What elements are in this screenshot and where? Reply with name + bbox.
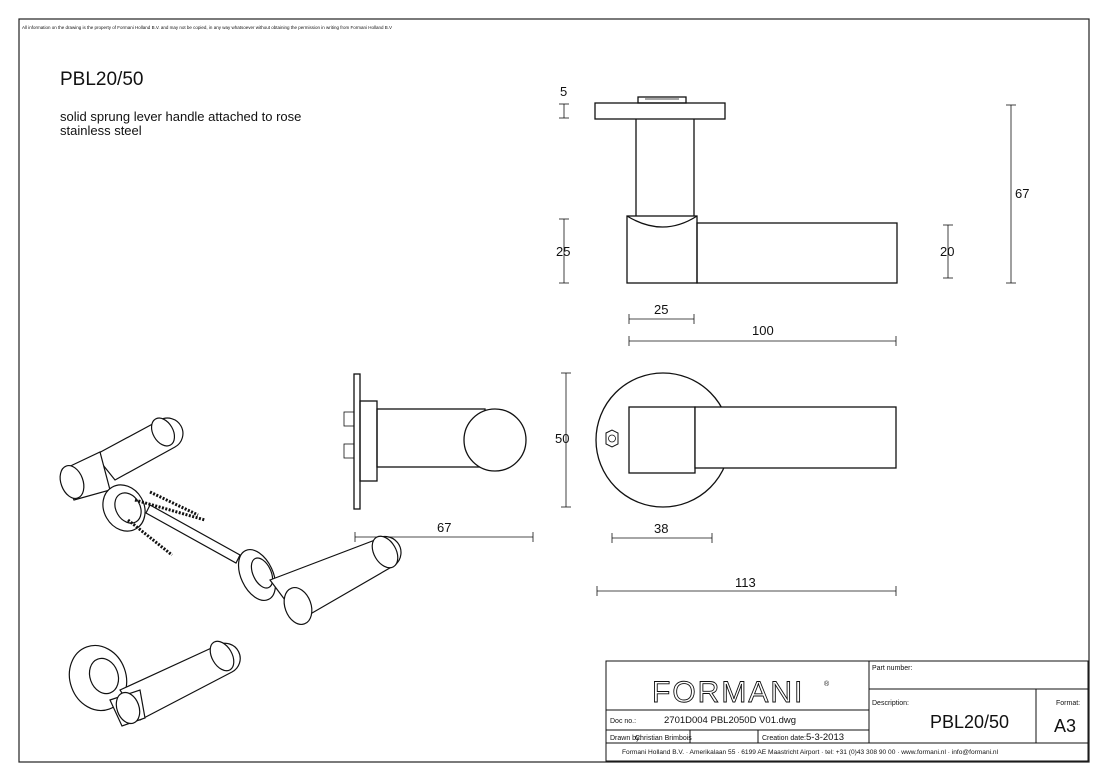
- hex-screw: [605, 429, 619, 448]
- brand-mark: ®: [824, 680, 830, 688]
- square-hub: [628, 406, 696, 474]
- dim-total-height: 67: [1015, 186, 1029, 201]
- format-label: Format:: [1056, 700, 1080, 707]
- dim-square-width: 38: [654, 521, 668, 536]
- doc-no-label: Doc no.:: [610, 718, 636, 725]
- drawn-by-value: Christian Brimbois: [635, 735, 692, 742]
- isometric-exploded-view: [59, 417, 402, 727]
- rose-plate: [594, 102, 726, 120]
- dim-total-length: 113: [735, 575, 756, 590]
- description-label: Description:: [872, 700, 909, 707]
- lever-arm: [696, 222, 898, 284]
- company-footer: Formani Holland B.V. · Amerikalaan 55 · …: [622, 749, 999, 756]
- neck-curve: [626, 215, 698, 228]
- side-rose: [353, 373, 361, 510]
- creation-date-value: 5-3-2013: [806, 732, 844, 743]
- neck-outline: [635, 119, 695, 216]
- part-number-label: Part number:: [872, 665, 913, 672]
- description-line: solid sprung lever handle attached to ro…: [60, 109, 302, 124]
- dim-neck-width: 25: [654, 302, 668, 317]
- lever-hub: [626, 215, 698, 284]
- brand-logo: FORMANI: [652, 676, 804, 709]
- plan-lever-arm: [694, 406, 897, 469]
- dim-lever-thickness: 20: [940, 244, 954, 259]
- drawn-by-label: Drawn by:: [610, 735, 642, 742]
- rose-spring-cap: [637, 96, 687, 104]
- lever-end-circle: [463, 408, 527, 472]
- doc-no-value: 2701D004 PBL2050D V01.dwg: [664, 715, 796, 726]
- dim-lever-length: 100: [752, 323, 774, 338]
- top-view-dimensions: [559, 103, 1016, 346]
- dim-rose-thickness: 5: [560, 84, 567, 99]
- description-value: PBL20/50: [930, 712, 1009, 732]
- dim-side-depth: 67: [437, 520, 451, 535]
- side-view: [343, 373, 527, 510]
- product-description: solid sprung lever handle attached to ro…: [60, 110, 301, 138]
- copyright-notice: All information on the drawing is the pr…: [22, 25, 393, 30]
- format-value: A3: [1054, 716, 1076, 736]
- front-elevation-view: [594, 96, 898, 284]
- side-rose-base: [359, 400, 378, 482]
- creation-date-label: Creation date:: [762, 735, 806, 742]
- plan-view: [595, 372, 897, 508]
- description-line: stainless steel: [60, 123, 142, 138]
- dim-neck-height: 25: [556, 244, 570, 259]
- title-block: [605, 660, 1089, 762]
- drawing-title: PBL20/50: [60, 69, 144, 90]
- sheet-border: [18, 18, 1090, 763]
- dim-rose-diameter: 50: [555, 431, 569, 446]
